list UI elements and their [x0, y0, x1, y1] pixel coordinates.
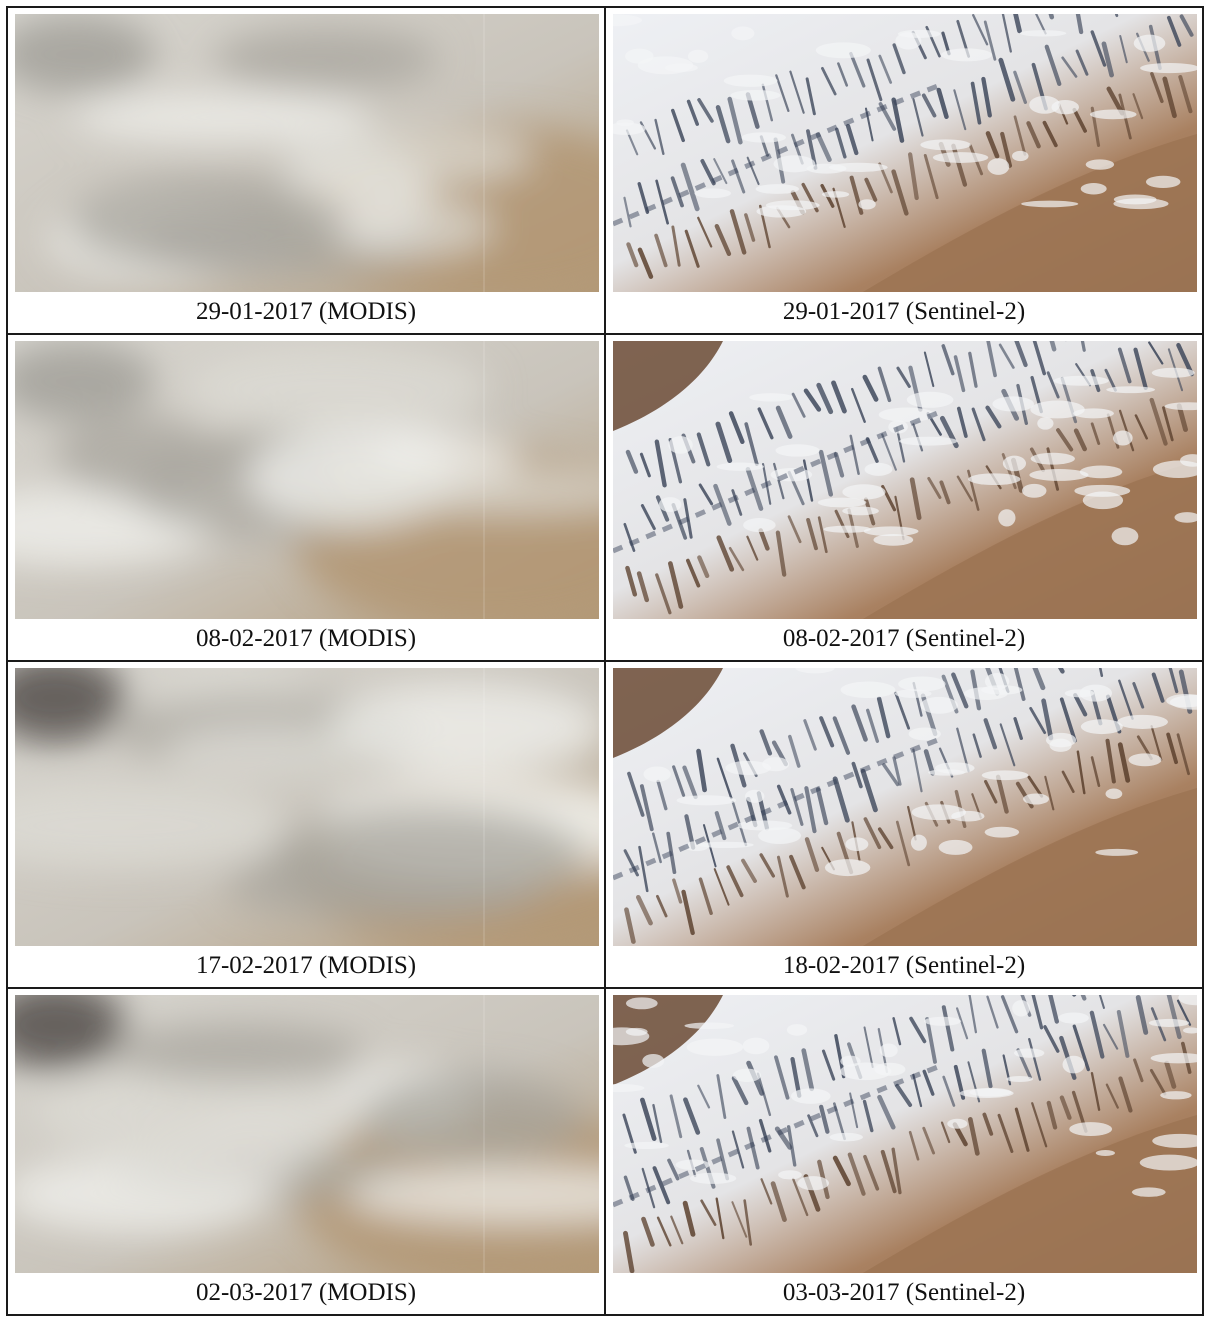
modis-image — [15, 668, 599, 946]
sentinel-image — [613, 14, 1197, 292]
table-row: 02-03-2017 (MODIS) 03-03-2017 (Sentinel-… — [6, 987, 1204, 1316]
table-row: 29-01-2017 (MODIS) 29-01-2017 (Sentinel-… — [6, 6, 1204, 335]
sentinel-image — [613, 995, 1197, 1273]
sentinel-cell: 18-02-2017 (Sentinel-2) — [604, 660, 1204, 989]
modis-caption: 29-01-2017 (MODIS) — [195, 298, 417, 325]
modis-cell: 29-01-2017 (MODIS) — [6, 6, 606, 335]
modis-image — [15, 341, 599, 619]
sentinel-caption: 18-02-2017 (Sentinel-2) — [782, 952, 1026, 979]
sentinel-image — [613, 668, 1197, 946]
table-row: 08-02-2017 (MODIS) 08-02-2017 (Sentinel-… — [6, 333, 1204, 662]
sentinel-cell: 29-01-2017 (Sentinel-2) — [604, 6, 1204, 335]
modis-cloudy-satellite-image — [15, 341, 599, 619]
modis-cell: 17-02-2017 (MODIS) — [6, 660, 606, 989]
modis-caption: 02-03-2017 (MODIS) — [195, 1279, 417, 1306]
modis-image — [15, 995, 599, 1273]
modis-cell: 02-03-2017 (MODIS) — [6, 987, 606, 1316]
modis-cell: 08-02-2017 (MODIS) — [6, 333, 606, 662]
sentinel2-snow-mountain-image — [613, 668, 1197, 946]
modis-caption: 17-02-2017 (MODIS) — [195, 952, 417, 979]
modis-image — [15, 14, 599, 292]
sentinel-caption: 08-02-2017 (Sentinel-2) — [782, 625, 1026, 652]
sentinel-caption: 29-01-2017 (Sentinel-2) — [782, 298, 1026, 325]
sentinel-cell: 03-03-2017 (Sentinel-2) — [604, 987, 1204, 1316]
sentinel2-snow-mountain-image — [613, 341, 1197, 619]
satellite-comparison-table: 29-01-2017 (MODIS) 29-01-2017 (Sentinel-… — [6, 6, 1204, 1316]
modis-cloudy-satellite-image — [15, 995, 599, 1273]
table-row: 17-02-2017 (MODIS) 18-02-2017 (Sentinel-… — [6, 660, 1204, 989]
sentinel2-snow-mountain-image — [613, 14, 1197, 292]
modis-caption: 08-02-2017 (MODIS) — [195, 625, 417, 652]
modis-cloudy-satellite-image — [15, 14, 599, 292]
sentinel-image — [613, 341, 1197, 619]
sentinel2-snow-mountain-image — [613, 995, 1197, 1273]
modis-cloudy-satellite-image — [15, 668, 599, 946]
sentinel-cell: 08-02-2017 (Sentinel-2) — [604, 333, 1204, 662]
sentinel-caption: 03-03-2017 (Sentinel-2) — [782, 1279, 1026, 1306]
